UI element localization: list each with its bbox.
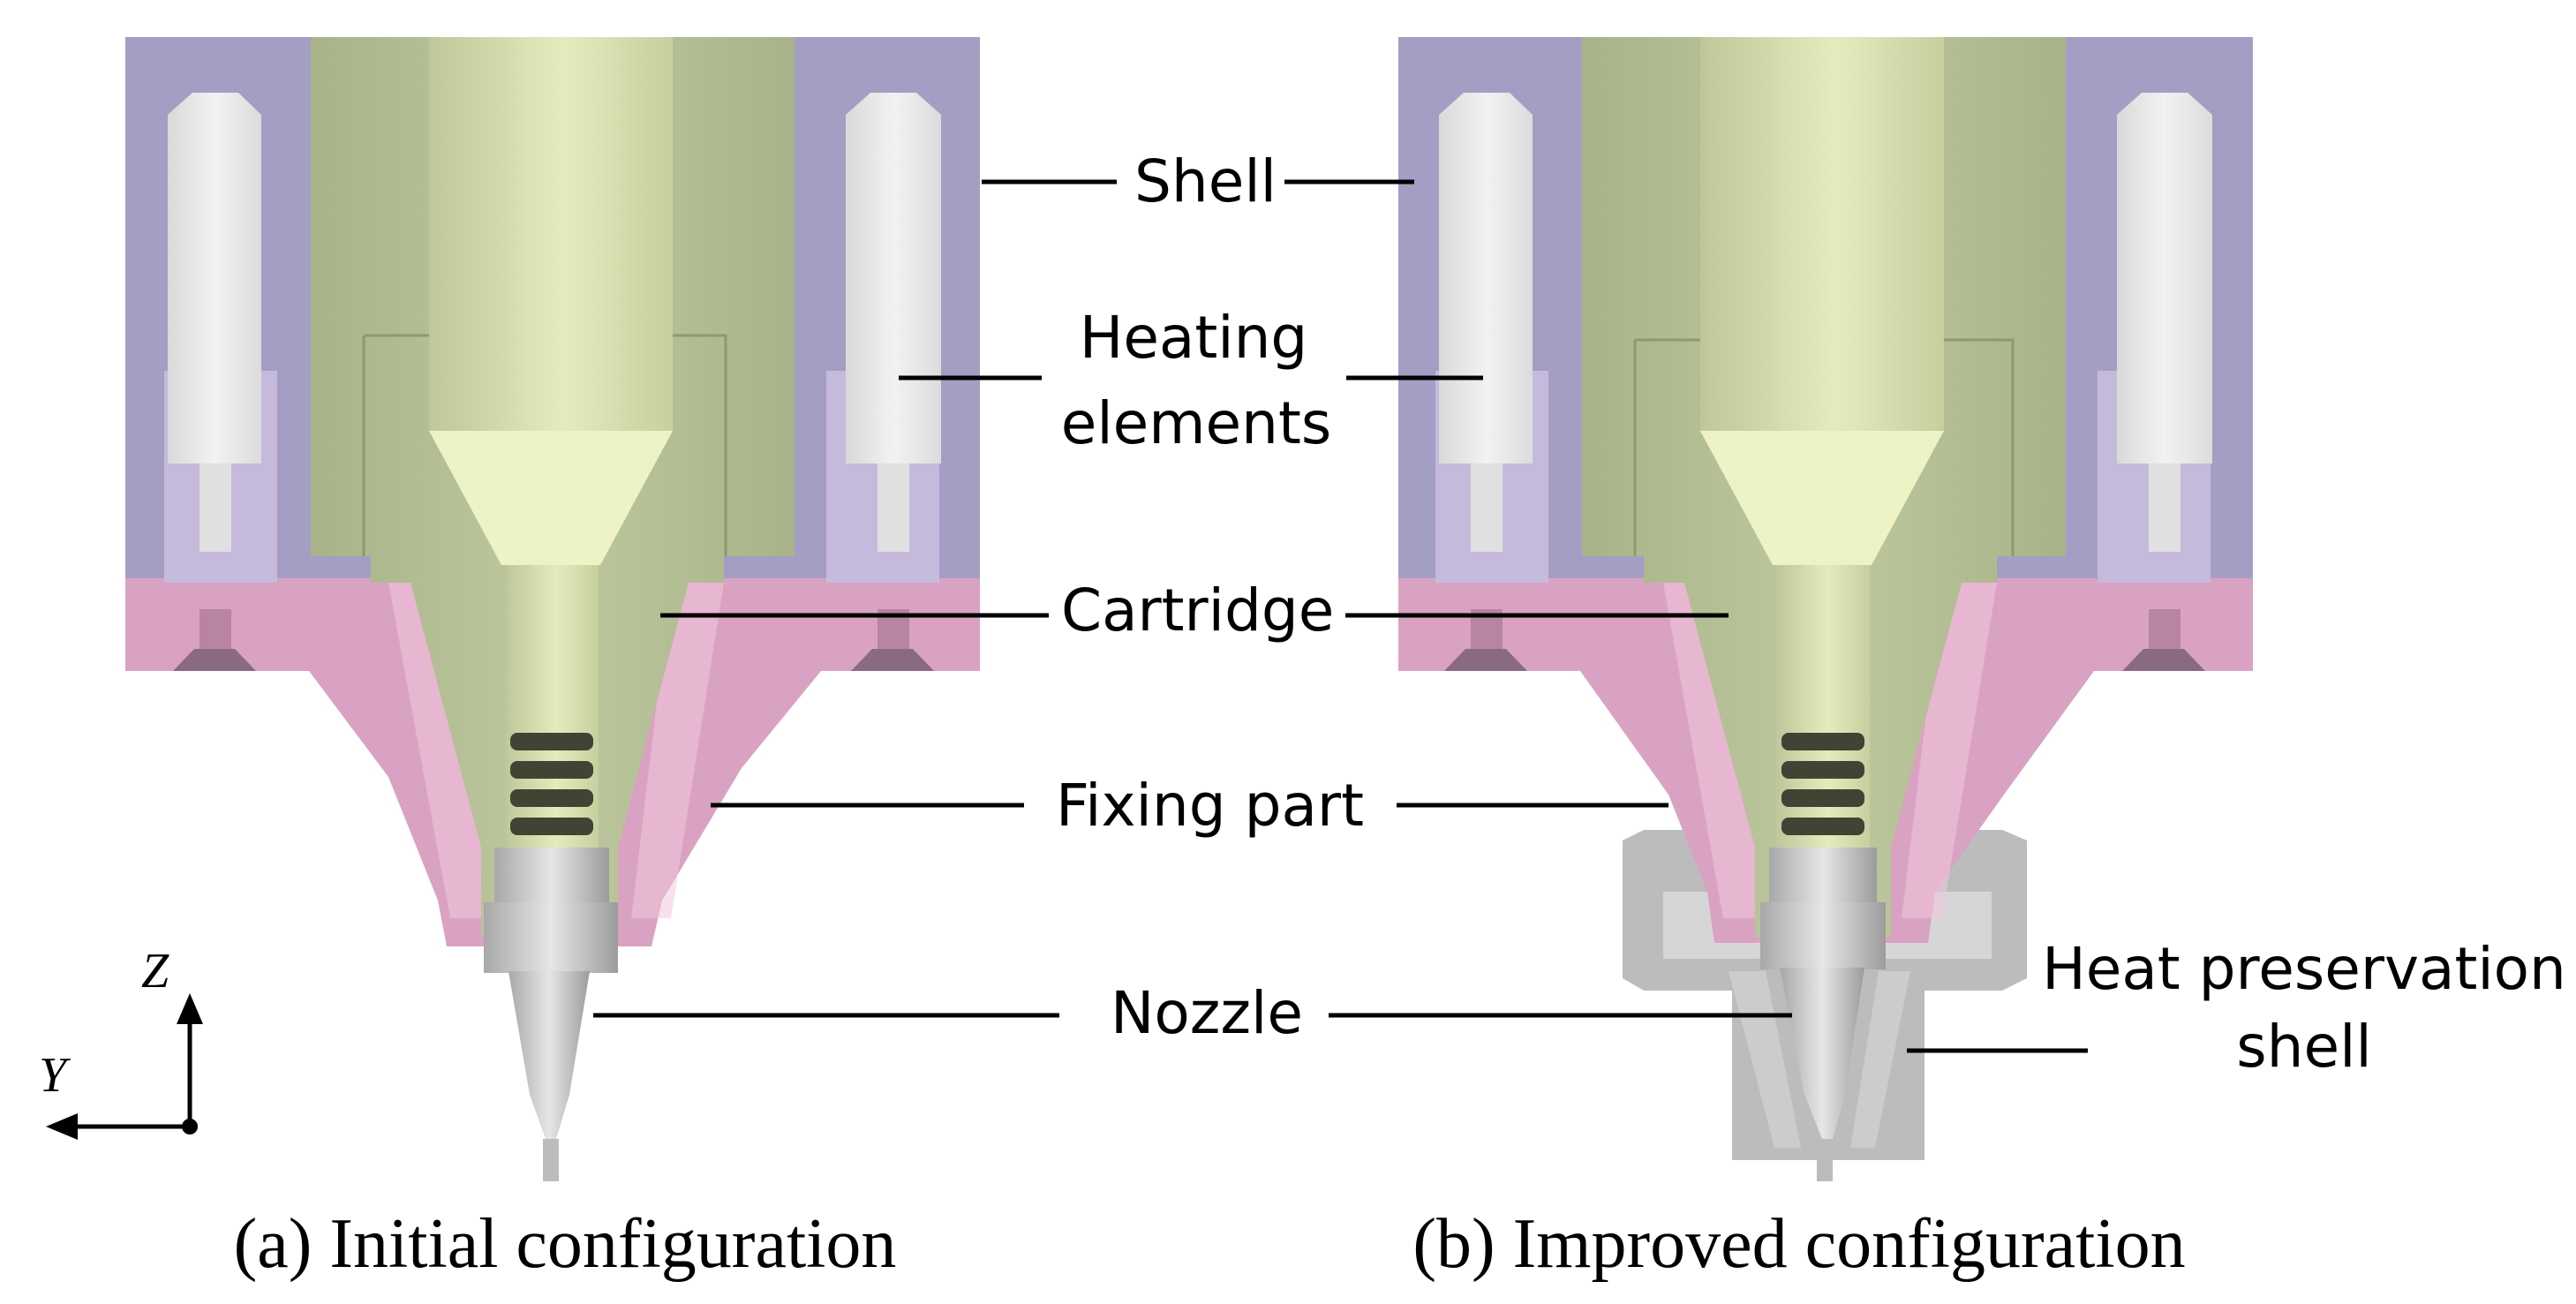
thermal-coils bbox=[510, 733, 593, 835]
thermal-coils bbox=[1781, 733, 1864, 835]
caption-initial: (a) Initial configuration bbox=[234, 1205, 897, 1283]
label-heating-line1: Heating bbox=[1080, 304, 1308, 372]
nozzle-part bbox=[1760, 848, 1886, 1181]
leader-lines bbox=[593, 179, 2088, 1053]
label-heat-preservation-line1: Heat preservation bbox=[2042, 935, 2566, 1003]
assembly-improved bbox=[1398, 37, 2253, 1181]
label-heating-line2: elements bbox=[1061, 389, 1332, 457]
label-nozzle: Nozzle bbox=[1111, 979, 1303, 1047]
label-cartridge: Cartridge bbox=[1061, 577, 1334, 644]
assembly-initial bbox=[125, 37, 980, 1181]
label-fixing-part: Fixing part bbox=[1056, 772, 1364, 840]
heating-element-left bbox=[168, 93, 261, 552]
heating-element-right bbox=[846, 93, 941, 552]
caption-improved: (b) Improved configuration bbox=[1412, 1205, 2185, 1283]
coordinate-axes bbox=[46, 993, 203, 1140]
nozzle-part bbox=[484, 848, 618, 1181]
axis-label-z: Z bbox=[141, 944, 169, 999]
heating-element-left bbox=[1439, 93, 1533, 552]
label-shell: Shell bbox=[1134, 147, 1277, 215]
heating-element-right bbox=[2117, 93, 2212, 552]
axis-label-y: Y bbox=[39, 1048, 72, 1103]
label-heat-preservation-line2: shell bbox=[2236, 1013, 2372, 1081]
